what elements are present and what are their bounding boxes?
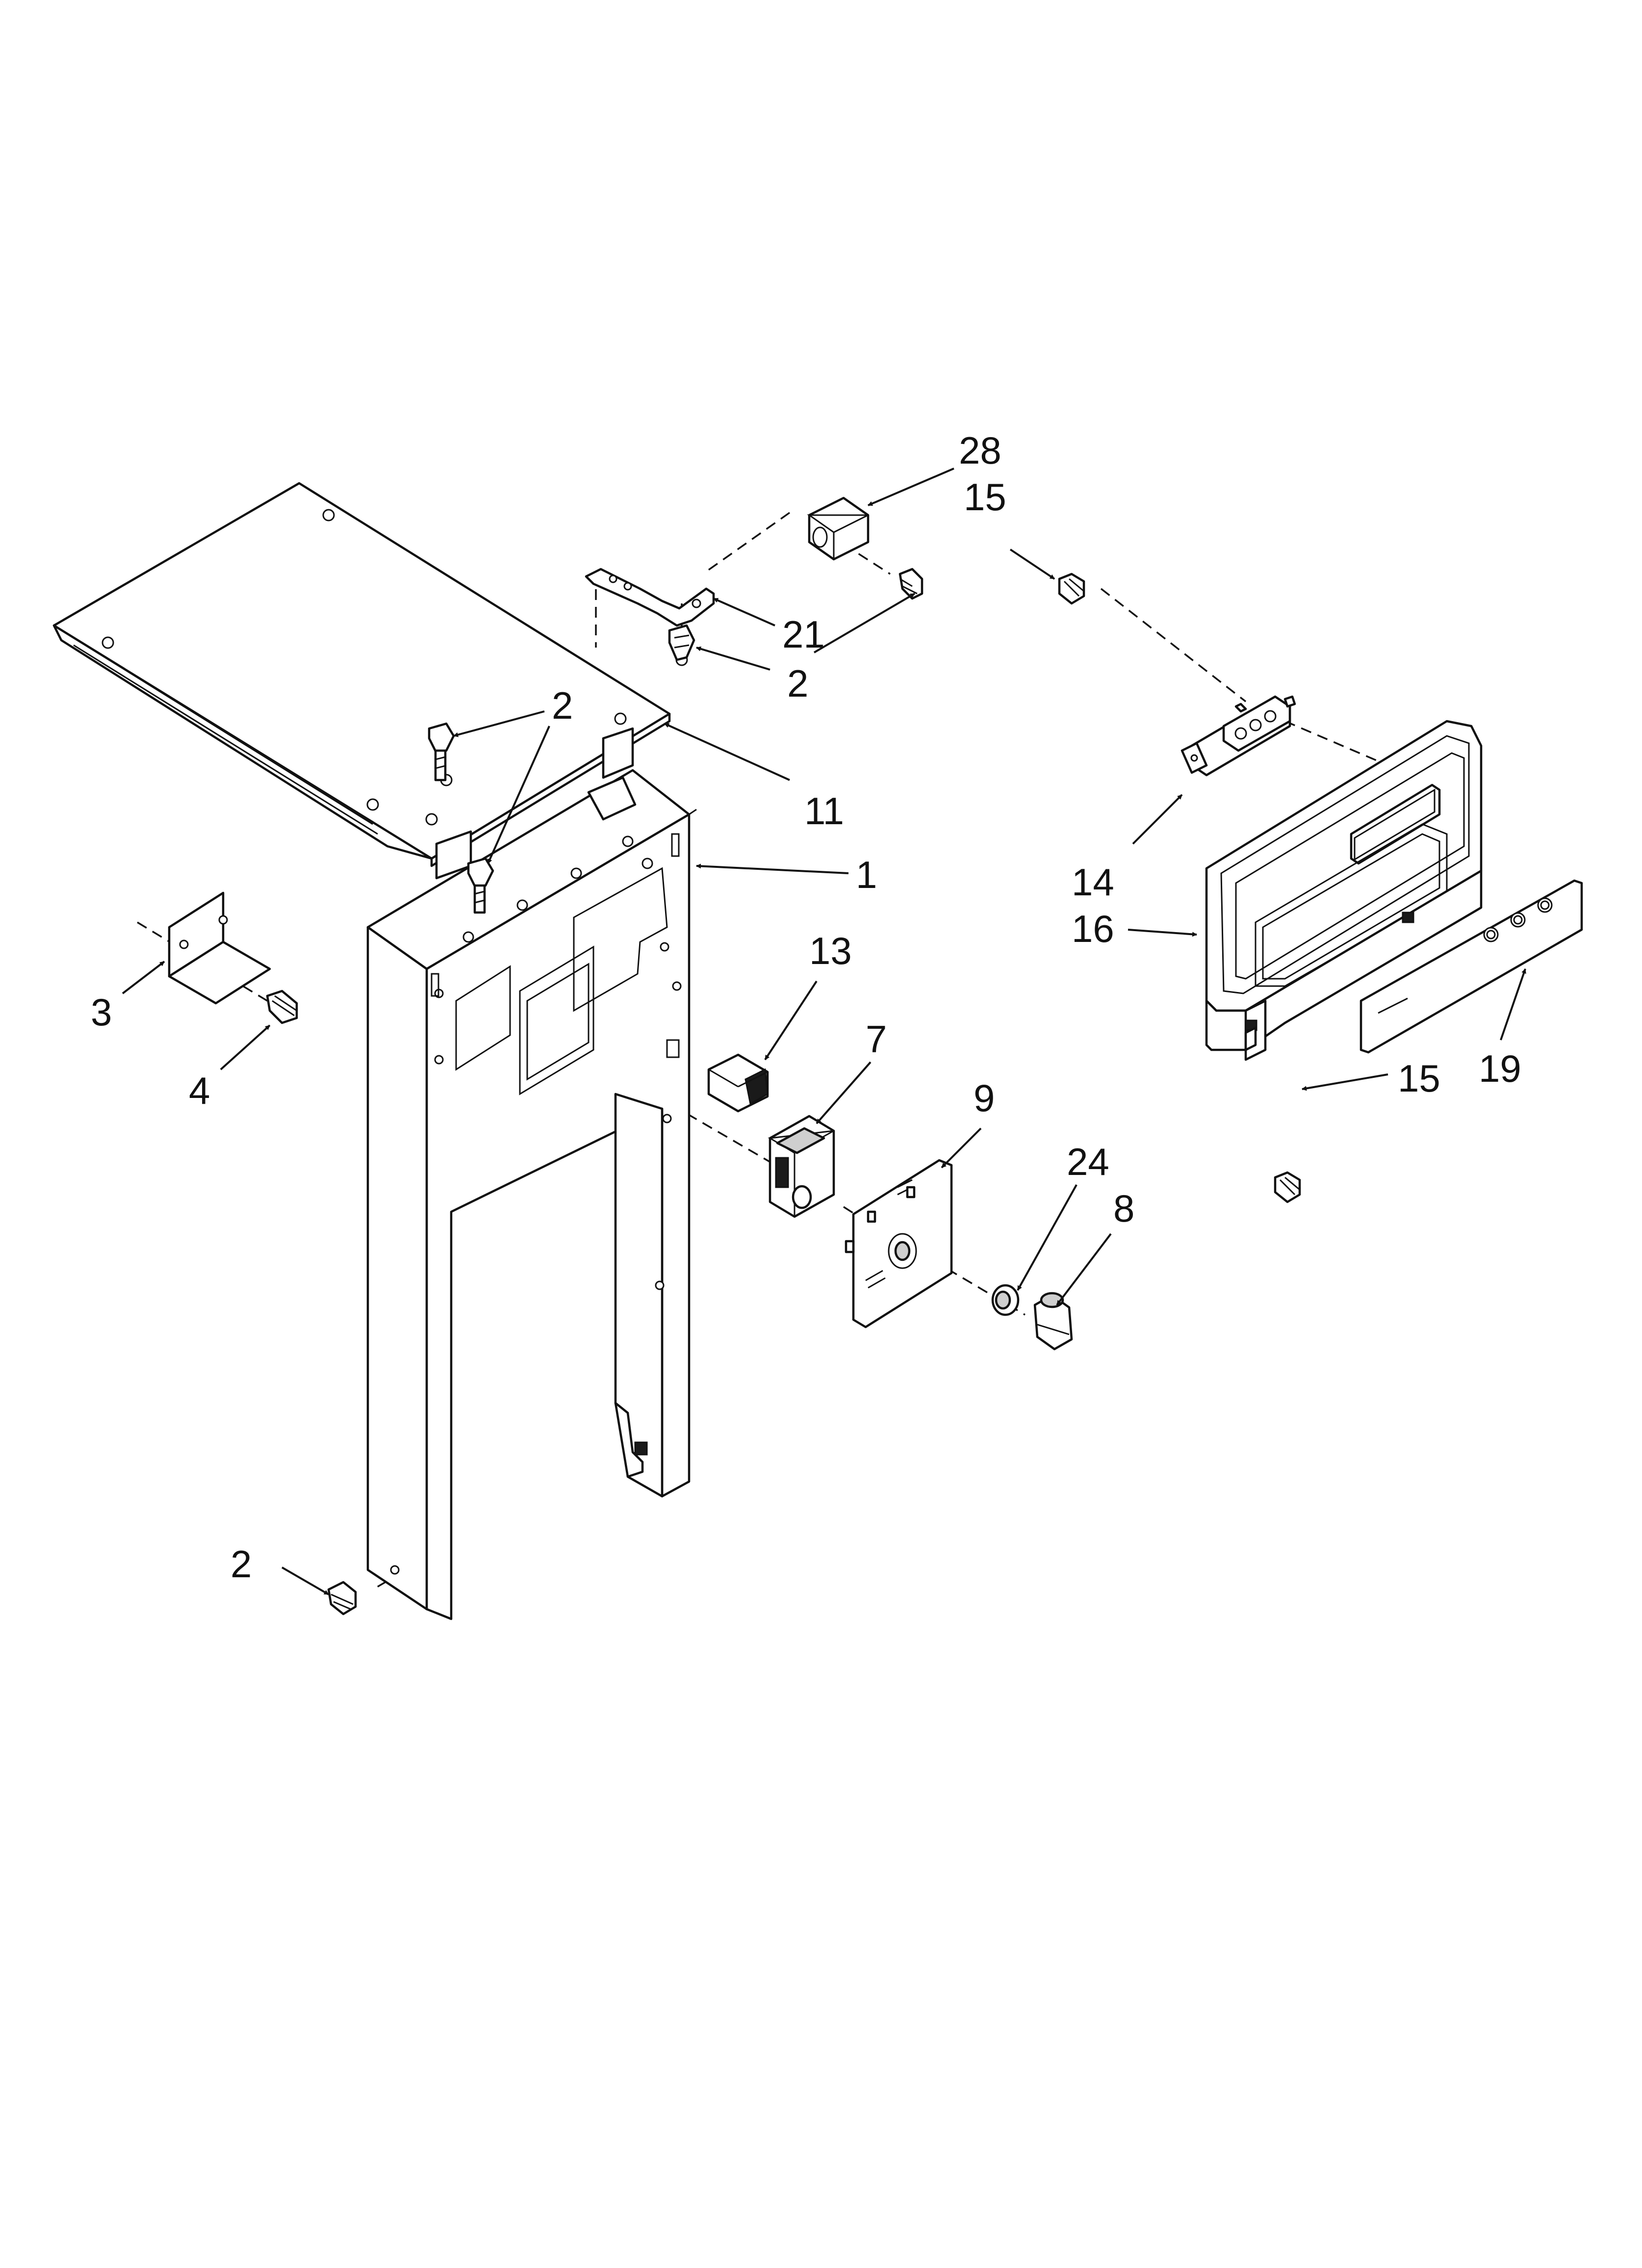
switch xyxy=(707,1053,769,1113)
hinge-block xyxy=(807,496,870,561)
screw-2-top-right xyxy=(898,568,924,600)
callout-labels: 28 15 21 2 2 11 1 3 4 13 7 9 24 8 14 16 … xyxy=(91,429,1521,1586)
top-cover-panel xyxy=(52,482,688,880)
callout-2-panel: 2 xyxy=(552,684,573,727)
screw-15-top xyxy=(1058,573,1085,605)
callout-1: 1 xyxy=(856,853,877,896)
screw-4 xyxy=(266,990,298,1024)
screw-2-frame-top xyxy=(467,857,494,914)
leader-arrows xyxy=(122,468,1526,1595)
dispenser-front xyxy=(1205,720,1483,1061)
screw-2-bracket xyxy=(668,624,695,661)
screw-2-frame-bottom xyxy=(327,1581,357,1616)
control-plate xyxy=(845,1159,953,1329)
callout-13: 13 xyxy=(809,929,852,972)
callout-19: 19 xyxy=(1479,1047,1521,1090)
callout-11: 11 xyxy=(804,789,844,833)
screw-15-bottom xyxy=(1274,1171,1301,1203)
callout-15-top: 15 xyxy=(964,475,1006,519)
callout-7: 7 xyxy=(866,1017,887,1061)
callout-4: 4 xyxy=(189,1069,210,1112)
callout-8: 8 xyxy=(1113,1187,1134,1230)
callout-2-frame-bottom: 2 xyxy=(231,1542,252,1586)
control-module xyxy=(768,1115,835,1218)
control-knob xyxy=(1033,1292,1073,1351)
screw-2-panel xyxy=(428,722,455,782)
hinge-bracket xyxy=(585,568,715,627)
control-overlay xyxy=(1360,879,1583,1054)
callout-21: 21 xyxy=(782,613,825,656)
switch-panel xyxy=(1180,695,1296,777)
callout-2-bracket: 2 xyxy=(787,662,808,705)
callout-24: 24 xyxy=(1067,1140,1109,1183)
mounting-bracket xyxy=(168,891,271,1005)
main-frame xyxy=(366,769,697,1620)
callout-9: 9 xyxy=(974,1076,995,1120)
knob-bushing xyxy=(991,1284,1020,1316)
callout-3: 3 xyxy=(91,991,112,1034)
callout-14: 14 xyxy=(1072,860,1114,904)
callout-15-bottom: 15 xyxy=(1398,1057,1440,1100)
callout-16: 16 xyxy=(1072,907,1114,950)
callout-28: 28 xyxy=(959,429,1001,472)
